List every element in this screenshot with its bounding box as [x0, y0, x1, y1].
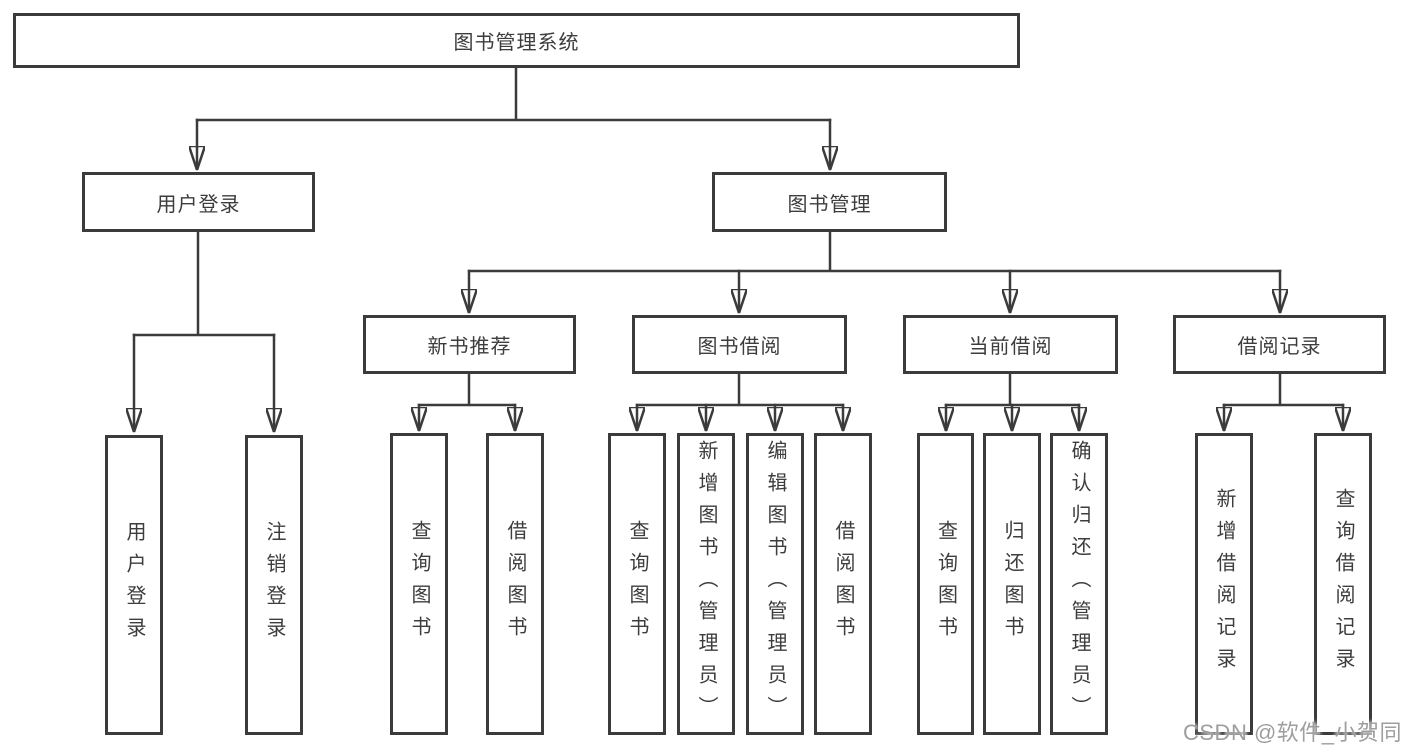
node-current-borrow-leaf-2: 归还图书	[983, 433, 1041, 735]
node-label: 归还图书	[1001, 520, 1023, 648]
node-label: 借阅图书	[832, 520, 854, 648]
node-label: 用户登录	[123, 521, 145, 649]
node-current-borrow-leaf-1: 查询图书	[917, 433, 974, 735]
node-label: 确认归还（管理员）	[1068, 440, 1090, 728]
watermark: CSDN @软件_小贺同学	[1183, 720, 1403, 745]
node-user-login-label: 用户登录	[156, 193, 241, 216]
node-label: 查询图书	[408, 520, 430, 648]
node-borrow-record: 借阅记录	[1173, 315, 1386, 374]
node-current-borrow-leaf-3: 确认归还（管理员）	[1050, 433, 1108, 735]
node-book-mgmt-label: 图书管理	[787, 193, 872, 216]
node-root: 图书管理系统	[13, 13, 1020, 68]
node-borrow-record-leaf-2: 查询借阅记录	[1314, 433, 1372, 735]
node-book-borrow-leaf-1: 查询图书	[608, 433, 666, 735]
node-new-book-leaf-1: 查询图书	[390, 433, 448, 735]
node-new-book: 新书推荐	[363, 315, 576, 374]
node-book-mgmt: 图书管理	[712, 172, 947, 232]
node-user-login: 用户登录	[82, 172, 315, 232]
node-user-login-leaf-1: 用户登录	[105, 435, 163, 735]
node-label: 借阅图书	[504, 520, 526, 648]
node-new-book-leaf-2: 借阅图书	[486, 433, 544, 735]
node-borrow-record-leaf-1: 新增借阅记录	[1195, 433, 1253, 735]
node-book-borrow-leaf-3: 编辑图书（管理员）	[746, 433, 804, 735]
node-label: 新增借阅记录	[1213, 488, 1235, 680]
node-book-borrow-label: 图书借阅	[697, 336, 782, 358]
node-book-borrow-leaf-4: 借阅图书	[814, 433, 872, 735]
node-current-borrow-label: 当前借阅	[968, 336, 1053, 358]
node-label: 查询图书	[934, 520, 957, 648]
node-label: 注销登录	[263, 521, 285, 649]
node-new-book-label: 新书推荐	[427, 336, 512, 358]
node-root-label: 图书管理系统	[453, 32, 580, 54]
node-label: 编辑图书（管理员）	[764, 440, 786, 728]
node-current-borrow: 当前借阅	[903, 315, 1118, 374]
node-user-login-leaf-2: 注销登录	[245, 435, 303, 735]
node-label: 查询图书	[626, 520, 648, 648]
node-label: 新增图书（管理员）	[695, 440, 717, 728]
node-label: 查询借阅记录	[1332, 488, 1354, 680]
node-book-borrow-leaf-2: 新增图书（管理员）	[677, 433, 735, 735]
node-book-borrow: 图书借阅	[632, 315, 847, 374]
node-borrow-record-label: 借阅记录	[1237, 336, 1322, 358]
